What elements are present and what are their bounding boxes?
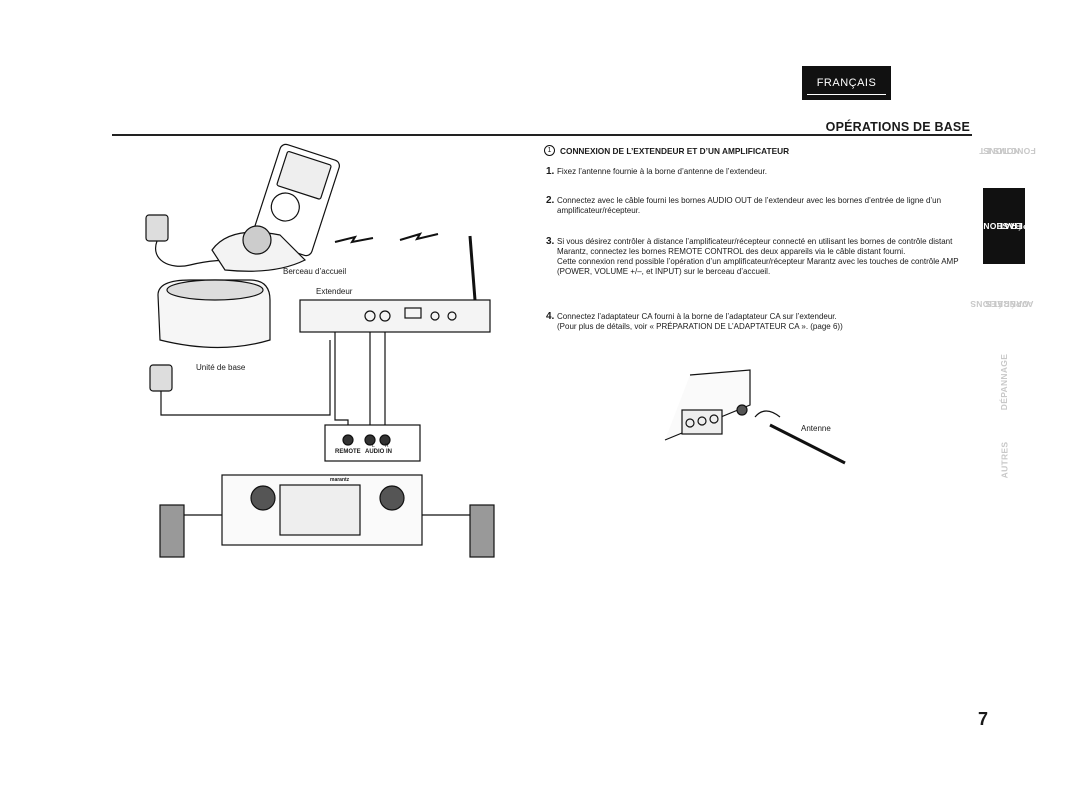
section-number: 1 (544, 145, 555, 156)
step-number: 3. (546, 236, 555, 247)
left-channel-label: L (372, 443, 375, 449)
page-title: OPÉRATIONS DE BASE (825, 120, 970, 134)
step-text: (Pour plus de détails, voir « PRÉPARATIO… (557, 322, 843, 331)
step-number: 1. (546, 166, 555, 177)
brand-label: marantz (330, 477, 350, 483)
side-tab-depannage[interactable]: DÉPANNAGE (999, 353, 1010, 411)
step-text: Si vous désirez contrôler à distance l’a… (557, 237, 953, 256)
extender-label: Extendeur (316, 287, 353, 296)
page-number: 7 (978, 709, 989, 729)
step-1: 1. Fixez l’antenne fournie à la borne d’… (546, 167, 970, 177)
section-title: CONNEXION DE L’EXTENDEUR ET D’UN AMPLIFI… (560, 145, 790, 156)
base-unit-label: Unité de base (196, 363, 246, 372)
remote-label: REMOTE (335, 449, 361, 455)
dock-label: Berceau d’accueil (283, 267, 347, 276)
language-tab[interactable]: FRANÇAIS (802, 66, 891, 100)
step-number: 4. (546, 311, 555, 322)
step-text: Cette connexion rend possible l’opératio… (557, 257, 959, 276)
section-heading: 1 CONNEXION DE L’EXTENDEUR ET D’UN AMPLI… (544, 145, 789, 156)
step-text: Fixez l’antenne fournie à la borne d’ant… (557, 167, 767, 176)
step-3: 3. Si vous désirez contrôler à distance … (546, 237, 970, 277)
side-tab-autres[interactable]: AUTRES (999, 441, 1009, 479)
title-rule (112, 134, 972, 136)
step-2: 2. Connectez avec le câble fourni les bo… (546, 196, 970, 216)
right-channel-label: R (385, 443, 389, 449)
step-text: Connectez avec le câble fourni les borne… (557, 196, 942, 215)
step-text: Connectez l’adaptateur CA fourni à la bo… (557, 312, 837, 321)
step-number: 2. (546, 195, 555, 206)
audio-in-label: AUDIO IN (365, 449, 392, 455)
antenna-label: Antenne (801, 424, 831, 433)
step-4: 4. Connectez l’adaptateur CA fourni à la… (546, 312, 970, 332)
antenna-diagram (664, 369, 846, 465)
connection-diagram (145, 143, 495, 558)
